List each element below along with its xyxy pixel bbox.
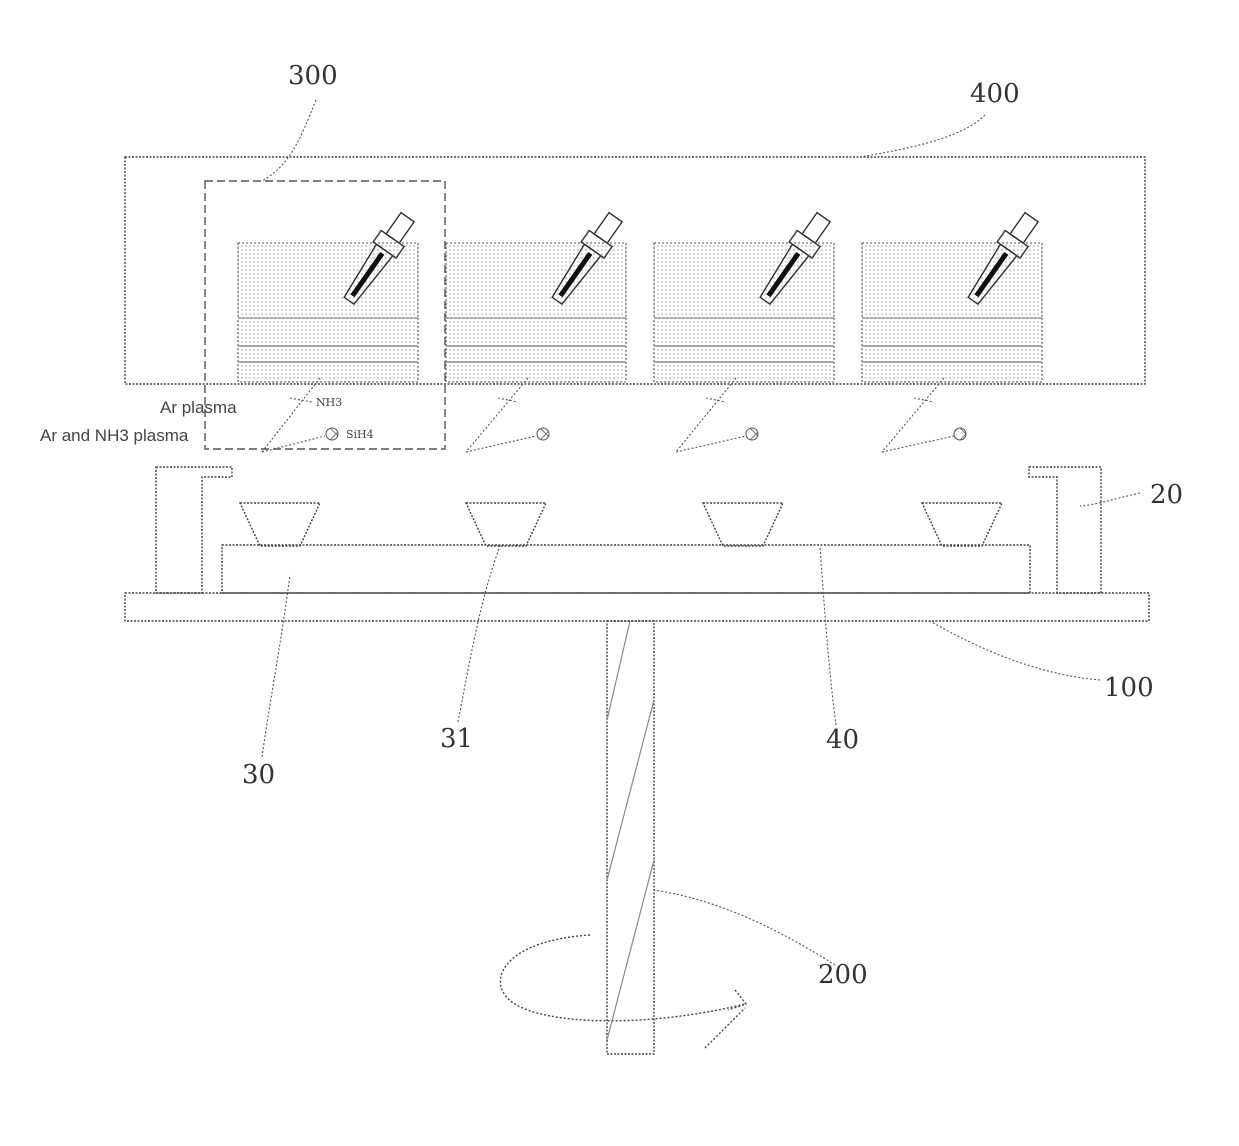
label-40: 40 — [826, 725, 859, 755]
gas-label-1: NH3 — [316, 396, 342, 409]
gas-label-1b: SiH4 — [346, 428, 374, 441]
source-unit-2 — [446, 209, 627, 382]
label-20: 20 — [1150, 480, 1183, 510]
source-unit-1 — [238, 209, 419, 382]
leader-lines — [262, 100, 1140, 965]
label-300: 300 — [288, 61, 338, 91]
ar-plasma-label: Ar plasma — [160, 398, 237, 417]
label-400: 400 — [970, 79, 1020, 109]
wall-20-right — [1029, 467, 1101, 593]
rotation-arrow — [500, 935, 746, 1048]
wall-20-left — [156, 467, 232, 593]
base-plate-100 — [125, 593, 1149, 621]
shaft-200 — [607, 621, 654, 1054]
label-100: 100 — [1104, 673, 1154, 703]
source-unit-4 — [862, 209, 1043, 382]
carrier-30 — [222, 545, 1030, 593]
gas-source-dots — [326, 428, 966, 440]
label-31: 31 — [440, 724, 473, 754]
source-unit-3 — [654, 209, 835, 382]
ar-nh3-plasma-label: Ar and NH3 plasma — [40, 426, 189, 445]
label-200: 200 — [818, 960, 868, 990]
substrates-31 — [240, 503, 1002, 546]
label-30: 30 — [242, 760, 275, 790]
